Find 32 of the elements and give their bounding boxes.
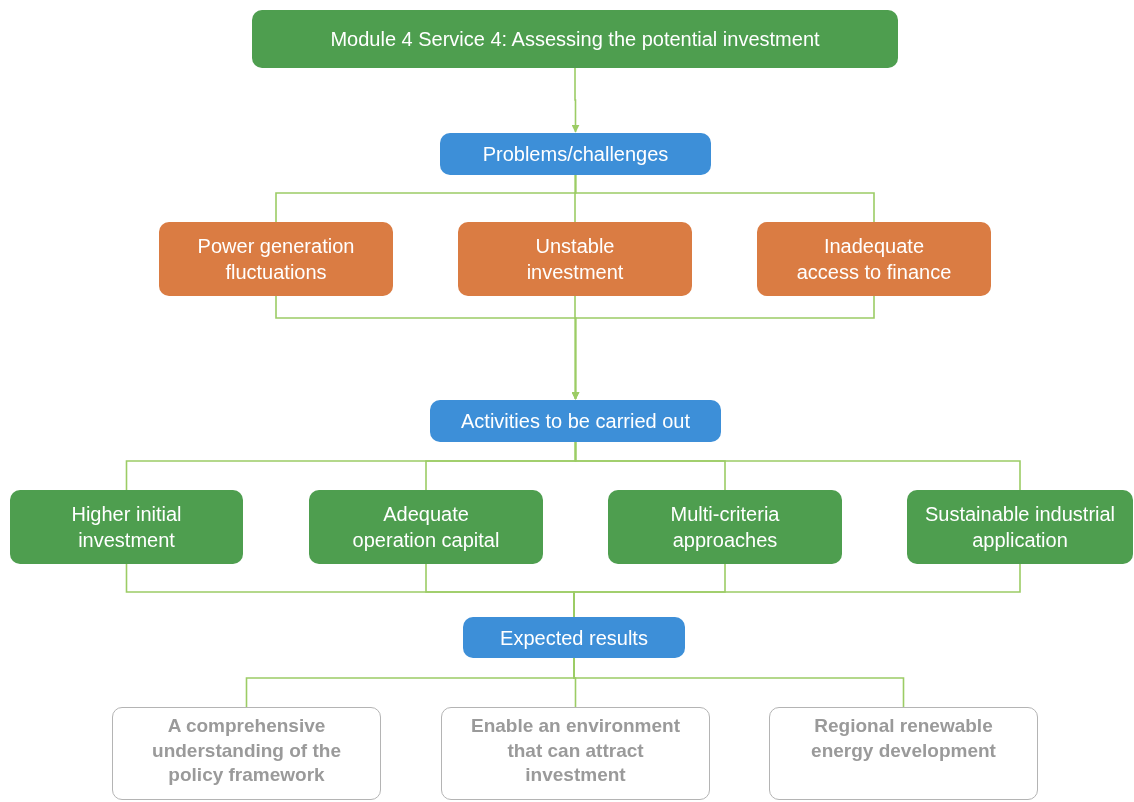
result-box (769, 707, 1038, 800)
activity-box (10, 490, 243, 564)
arrow (571, 295, 875, 400)
problem-box (458, 222, 692, 296)
connector-line (574, 174, 875, 223)
problem-box (159, 222, 393, 296)
result-box (112, 707, 381, 800)
box-label: Unstable investment (525, 234, 625, 285)
box-label: Adequate operation capital (351, 502, 501, 553)
section-header-box (440, 133, 711, 175)
arrow (571, 67, 580, 133)
section-header-box (430, 400, 721, 442)
activity-box (608, 490, 842, 564)
problem-box (757, 222, 991, 296)
box-label: Regional renewable energy development (810, 714, 997, 763)
activity-box (309, 490, 543, 564)
box-label: Activities to be carried out (461, 409, 690, 434)
box-label: Multi-criteria approaches (669, 502, 781, 553)
box-label: Expected results (500, 625, 648, 651)
activity-box (907, 490, 1133, 564)
box-label: Sustainable industrial application (923, 502, 1117, 553)
title-box (252, 10, 898, 68)
box-label: Problems/challenges (482, 142, 669, 167)
box-label: Module 4 Service 4: Assessing the potential investment (330, 27, 820, 52)
box-label: Power generation fluctuations (196, 234, 356, 285)
box-label: Inadequate access to finance (795, 234, 953, 285)
box-label: Enable an environment that can attract investment (469, 714, 681, 788)
connector-line (574, 441, 1021, 491)
box-label: Higher initial investment (70, 502, 183, 553)
result-box (441, 707, 710, 800)
box-label: A comprehensive understanding of the policy framework (151, 714, 342, 788)
section-header-box (463, 617, 685, 658)
